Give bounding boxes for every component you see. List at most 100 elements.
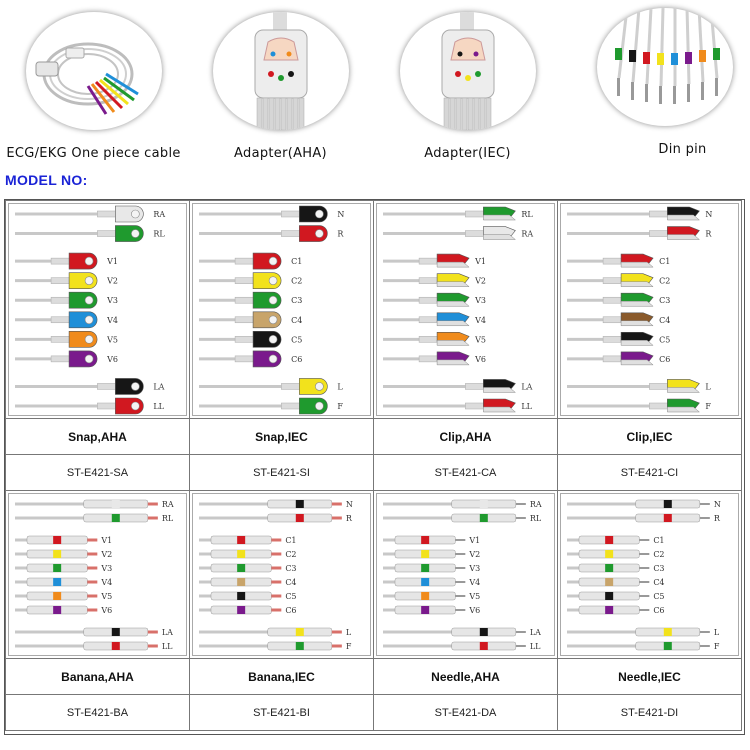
lead-label: V3	[468, 564, 480, 573]
lead-label: V6	[468, 606, 480, 615]
product-code-cell: ST-E421-CA	[373, 454, 558, 491]
lead-label: C5	[659, 335, 670, 344]
one-piece-cable-image	[26, 12, 162, 130]
lead-label: C6	[285, 606, 296, 615]
lead-wire: C1	[199, 252, 302, 270]
lead-label: C2	[659, 277, 670, 286]
product-name: Snap,IEC	[255, 429, 308, 444]
top-item-one-piece-cable: ECG/EKG One piece cable	[0, 0, 187, 168]
lead-label: LL	[530, 642, 541, 651]
lead-label: V5	[468, 592, 480, 601]
lead-wire: V2	[15, 549, 112, 559]
lead-wire: L	[567, 627, 720, 637]
lead-wire: V5	[383, 332, 486, 346]
lead-wire: V4	[383, 312, 486, 327]
lead-label: C1	[291, 257, 302, 266]
lead-label: V6	[106, 355, 118, 364]
product-code: ST-E421-DI	[620, 706, 679, 719]
lead-wire: C4	[567, 312, 670, 327]
adapter-iec-image	[400, 12, 536, 130]
lead-label: C4	[285, 578, 296, 587]
lead-wire: L	[199, 378, 343, 395]
top-caption: Din pin	[658, 142, 707, 157]
lead-label: V2	[100, 550, 112, 559]
product-code: ST-E421-SI	[253, 466, 310, 479]
lead-label: V3	[100, 564, 112, 573]
lead-wire: N	[567, 206, 712, 221]
lead-label: C5	[285, 592, 296, 601]
product-name-cell: Banana,IEC	[189, 658, 374, 695]
lead-wire: C6	[567, 605, 665, 615]
lead-wire: R	[199, 225, 344, 242]
lead-wire: RL	[15, 513, 174, 523]
lead-label: V6	[100, 606, 112, 615]
lead-wire: LL	[383, 641, 541, 651]
lead-wire: F	[199, 641, 352, 651]
lead-label: RL	[153, 230, 165, 239]
lead-wire: N	[199, 499, 353, 509]
lead-label: LA	[530, 628, 541, 637]
lead-wire: V1	[383, 253, 486, 268]
lead-label: V2	[468, 550, 480, 559]
lead-label: N	[346, 500, 353, 509]
product-code: ST-E421-BI	[253, 706, 310, 719]
product-name-cell: Clip,AHA	[373, 418, 558, 455]
lead-wire: R	[199, 513, 353, 523]
lead-label: V6	[474, 355, 486, 364]
lead-label: C6	[291, 355, 302, 364]
product-code-cell: ST-E421-SA	[5, 454, 190, 491]
lead-label: N	[337, 210, 344, 219]
lead-label: R	[346, 514, 353, 523]
lead-wire: C5	[567, 332, 670, 346]
lead-label: V5	[474, 335, 486, 344]
product-name-cell: Banana,AHA	[5, 658, 190, 695]
product-name-cell: Snap,IEC	[189, 418, 374, 455]
lead-label: C1	[659, 257, 670, 266]
lead-wire: V6	[383, 605, 480, 615]
lead-label: RA	[521, 230, 533, 239]
lead-wire: V5	[15, 331, 118, 348]
lead-wire: V6	[15, 350, 118, 368]
lead-wire: F	[567, 398, 711, 413]
product-code-cell: ST-E421-DA	[373, 694, 558, 731]
lead-label: LA	[153, 382, 164, 391]
lead-wire: LA	[383, 627, 541, 637]
product-code: ST-E421-CI	[620, 466, 679, 479]
lead-wire: C3	[567, 292, 670, 307]
product-code-cell: ST-E421-BI	[189, 694, 374, 731]
lead-wire: V3	[15, 563, 112, 573]
lead-wire: F	[199, 397, 343, 415]
lead-label: C4	[291, 316, 302, 325]
lead-wire: RA	[383, 226, 533, 240]
lead-label: C3	[659, 296, 670, 305]
lead-label: LL	[521, 402, 532, 411]
lead-label: LL	[162, 642, 173, 651]
lead-wire: V1	[15, 535, 112, 545]
product-name: Banana,AHA	[61, 669, 134, 684]
lead-label: C6	[653, 606, 664, 615]
top-item-adapter-iec: Adapter(IEC)	[374, 0, 561, 168]
lead-wire: LA	[383, 379, 533, 393]
lead-label: R	[705, 230, 712, 239]
lead-label: RA	[530, 500, 542, 509]
lead-label: V1	[474, 257, 486, 266]
lead-wire: C2	[199, 272, 302, 289]
lead-label: R	[337, 230, 344, 239]
lead-label: V3	[106, 296, 118, 305]
lead-label: F	[705, 402, 711, 411]
lead-wire: LA	[15, 627, 173, 637]
lead-label: RL	[162, 514, 174, 523]
lead-wire: LA	[15, 378, 165, 395]
lead-label: C2	[285, 550, 296, 559]
lead-wire: C5	[567, 591, 665, 601]
lead-label: C6	[659, 355, 670, 364]
lead-label: V4	[100, 578, 112, 587]
lead-label: L	[714, 628, 720, 637]
